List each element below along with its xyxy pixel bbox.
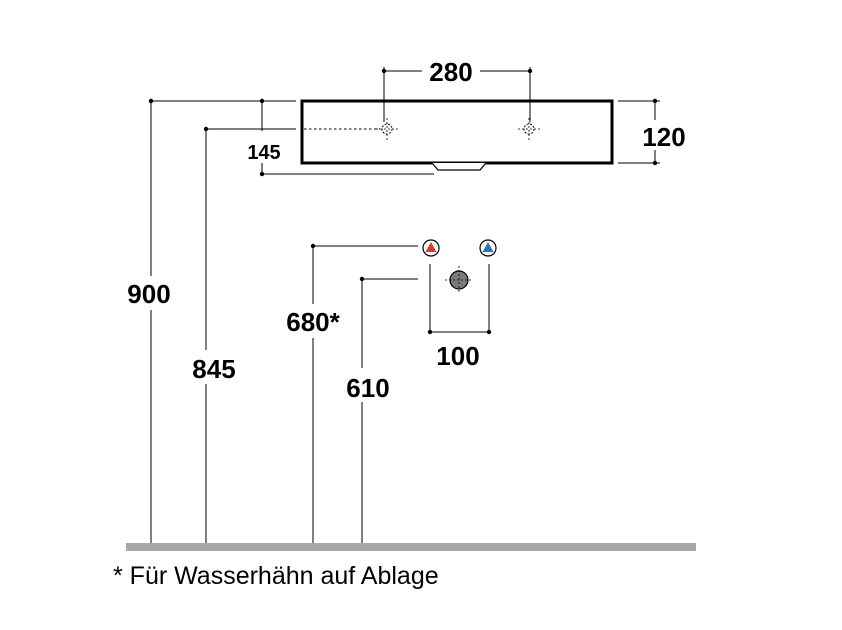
tap-hole-icon (518, 118, 540, 140)
dimension-supply-spacing (427, 264, 492, 335)
dimension-label-845: 845 (192, 354, 235, 384)
basin (300, 99, 614, 171)
dimension-label-145: 145 (247, 142, 280, 164)
dimension-label-610: 610 (346, 373, 389, 403)
dimension-drain-height (359, 276, 418, 543)
dimension-supply-height (310, 243, 418, 543)
dimension-total-height (148, 98, 296, 543)
dimension-tap-spacing (381, 67, 533, 122)
basin-drain-outlet (431, 162, 487, 171)
tap-hole-icon (376, 118, 398, 140)
drain-icon (445, 266, 473, 294)
footnote: * Für Wasserhähn auf Ablage (113, 562, 439, 590)
basin-outline (300, 99, 614, 165)
dimension-overflow-height (203, 126, 296, 543)
dimension-overflow-offset (259, 98, 434, 177)
dimension-label-900: 900 (127, 279, 170, 309)
dimension-label-120: 120 (642, 122, 685, 152)
dimension-label-280: 280 (429, 57, 472, 87)
dimension-label-680: 680* (286, 307, 340, 337)
floor-line (126, 543, 696, 551)
dimension-basin-height (618, 98, 660, 166)
hot-water-icon (422, 239, 440, 257)
dimension-label-100: 100 (436, 341, 479, 371)
cold-water-icon (479, 239, 497, 257)
